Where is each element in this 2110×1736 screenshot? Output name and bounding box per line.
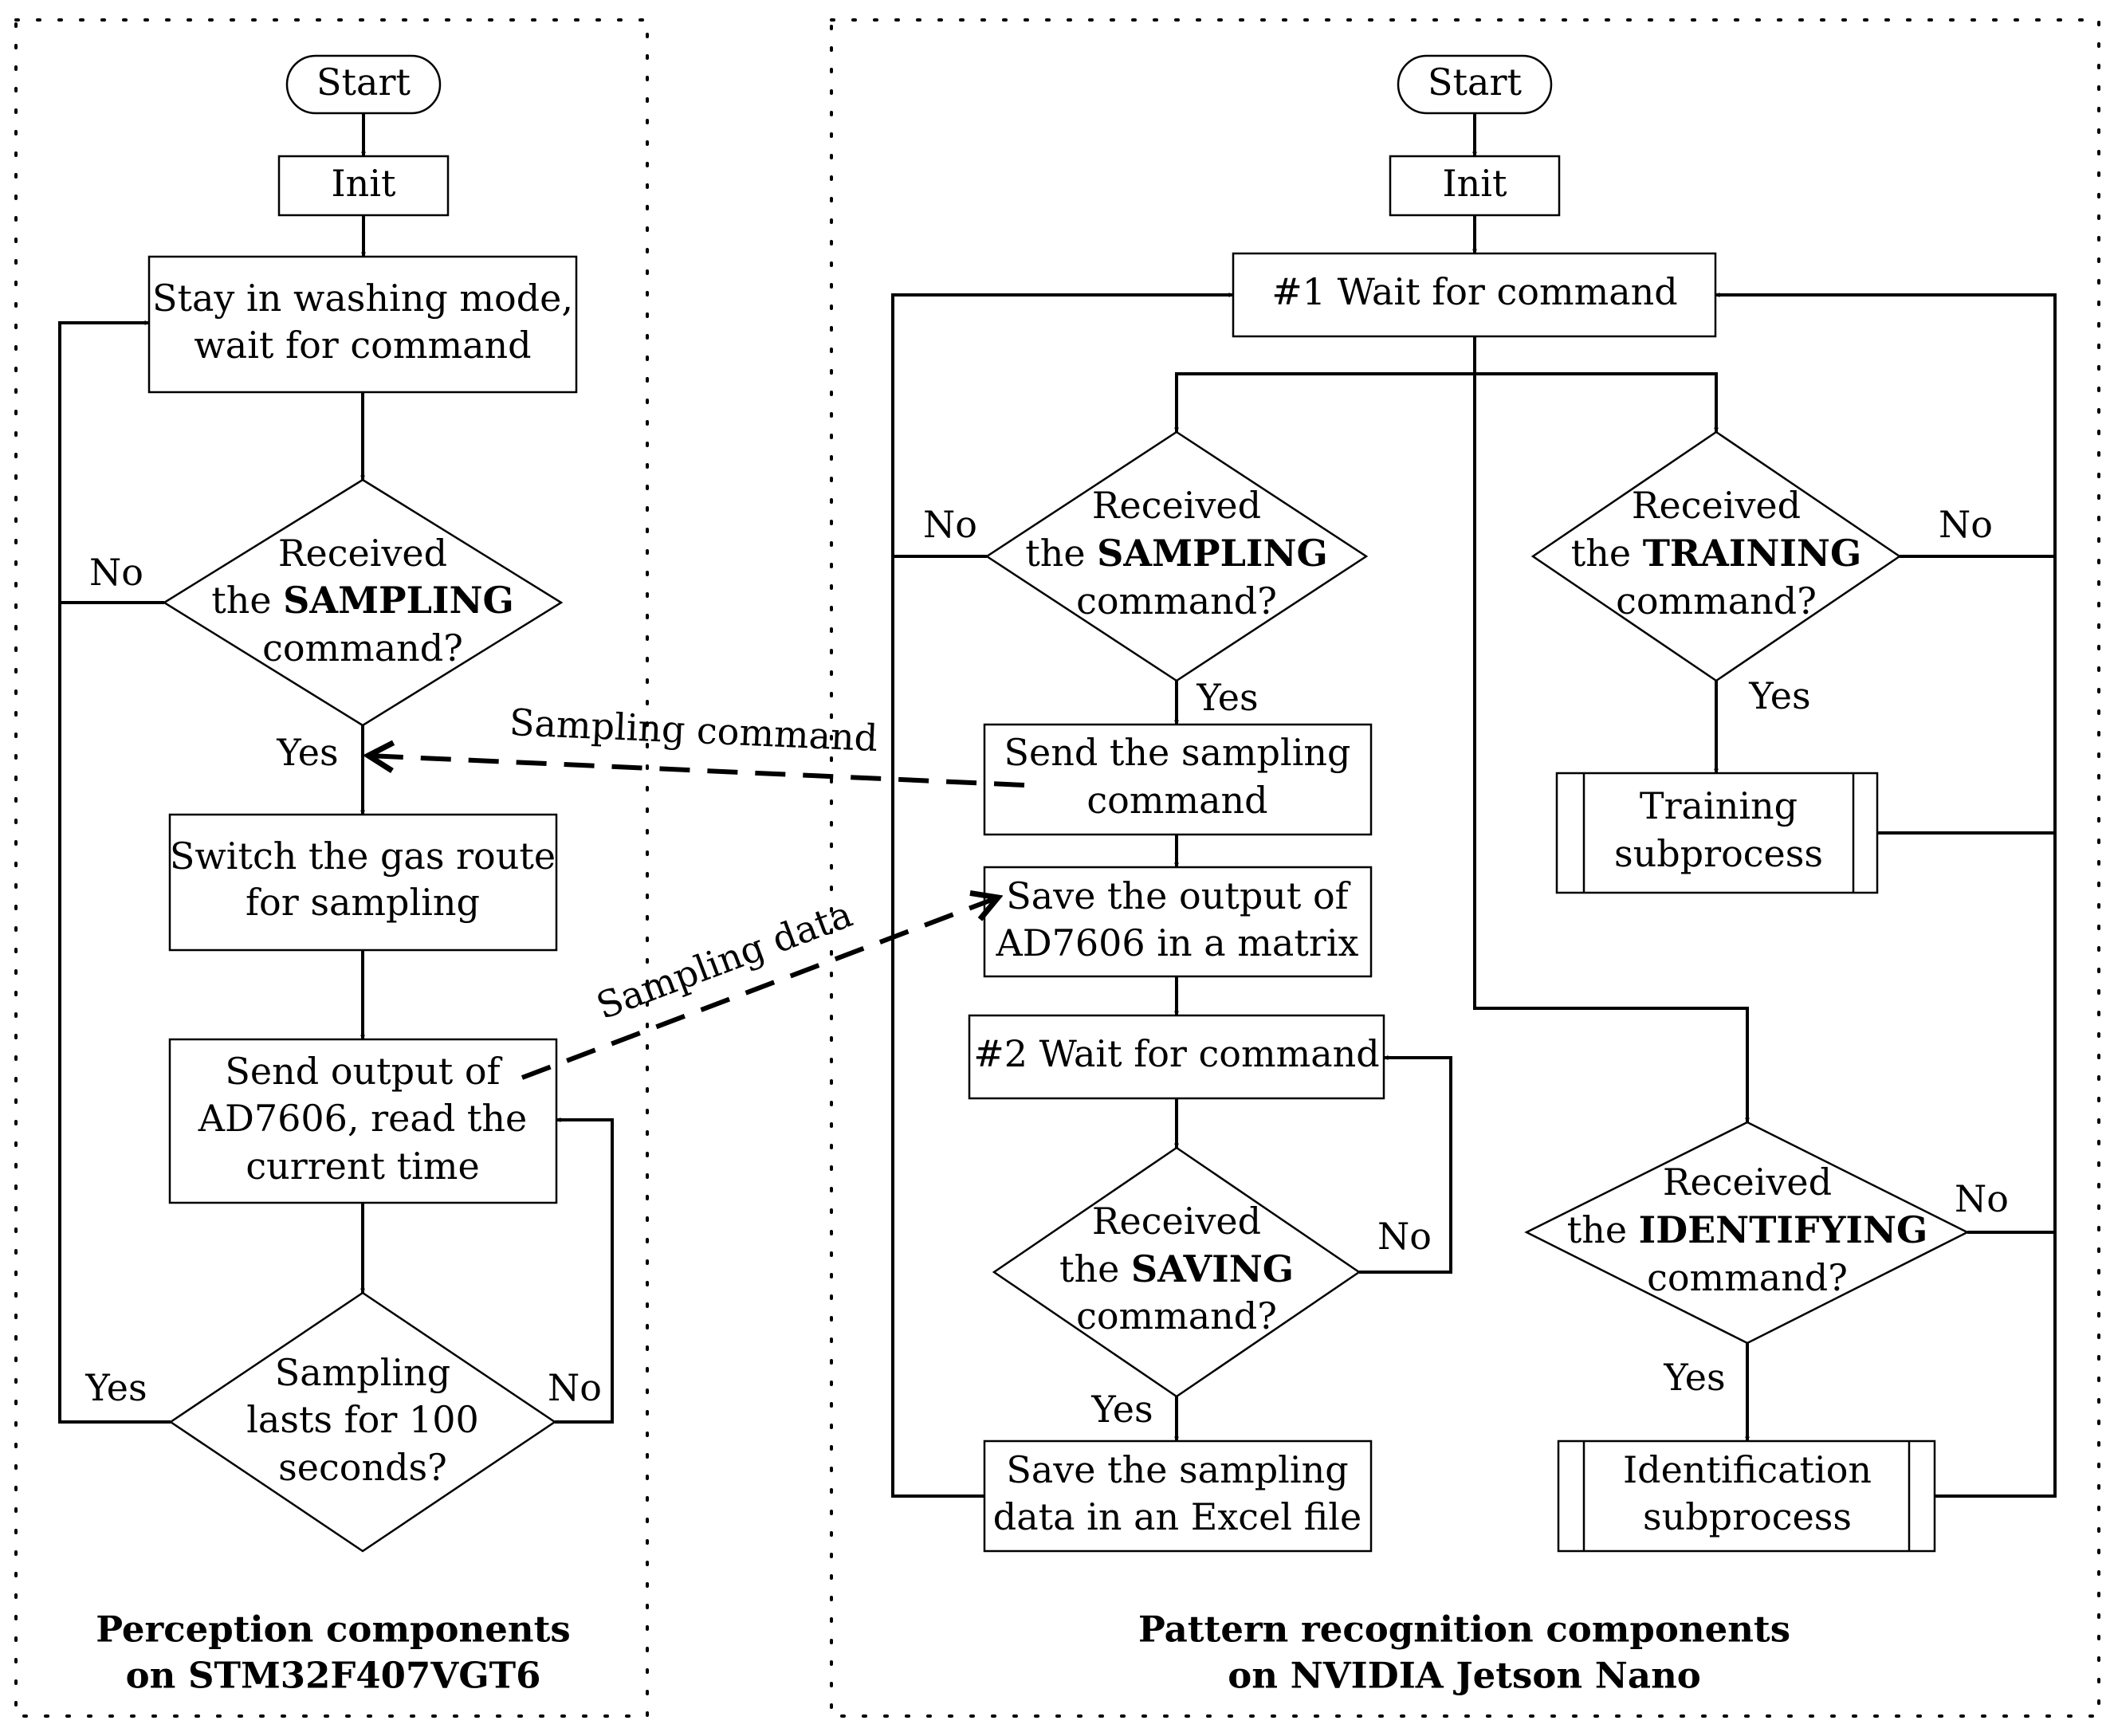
- left-start-label: Start: [316, 61, 411, 104]
- right-wait2-box: [968, 1014, 1385, 1100]
- left-time-q-line1: Sampling: [275, 1351, 451, 1394]
- left-yes-loop-label: Yes: [84, 1366, 147, 1409]
- right-training-subprocess-line2: subprocess: [1614, 832, 1823, 875]
- right-training-yes-label: Yes: [1748, 674, 1810, 717]
- right-left-loop: [891, 293, 1234, 1498]
- right-branch-to-training: [1475, 372, 1719, 433]
- right-save-matrix-line1: Save the output of: [1006, 874, 1350, 917]
- right-saving-q-line3: command?: [1076, 1294, 1277, 1337]
- right-sampling-q-line2: the SAMPLING: [1025, 532, 1328, 575]
- left-no-label: No: [89, 551, 143, 594]
- right-wait1-label: #1 Wait for command: [1271, 270, 1677, 313]
- right-right-loop: [1715, 293, 2057, 1498]
- right-training-q-line2: the TRAINING: [1571, 532, 1862, 575]
- right-identifying-no-label: No: [1955, 1177, 2009, 1220]
- right-send-cmd-line1: Send the sampling: [1004, 731, 1351, 774]
- left-sampling-q-line3: command?: [262, 626, 463, 670]
- right-identification-subprocess-line2: subprocess: [1643, 1495, 1852, 1538]
- right-sampling-q-line3: command?: [1076, 579, 1277, 623]
- left-no-loop: [58, 320, 164, 604]
- right-save-matrix-box: [983, 866, 1373, 978]
- right-panel-title-line2: on NVIDIA Jetson Nano: [1228, 1655, 1701, 1697]
- right-training-q-line1: Received: [1632, 484, 1801, 527]
- left-no-loop-label: No: [548, 1366, 602, 1409]
- right-saving-no-loop: [1359, 1055, 1452, 1274]
- sampling-command-label: Sampling command: [509, 701, 878, 760]
- right-sampling-no-label: No: [923, 503, 977, 546]
- right-panel-border: [830, 18, 2100, 1718]
- left-init-box: [277, 155, 450, 217]
- sampling-command-link: [368, 756, 1025, 787]
- right-identifying-yes-label: Yes: [1663, 1356, 1725, 1399]
- left-send-output-line2: AD7606, read the: [198, 1097, 527, 1140]
- right-saving-yes-label: Yes: [1090, 1388, 1153, 1431]
- left-yes-label: Yes: [276, 731, 338, 774]
- right-training-subprocess-line1: Training: [1640, 784, 1798, 827]
- right-panel-title-line1: Pattern recognition components: [1138, 1608, 1790, 1651]
- right-identifying-q-line2: the IDENTIFYING: [1567, 1208, 1928, 1251]
- left-sampling-q-line1: Received: [278, 532, 447, 575]
- left-time-q-line3: seconds?: [278, 1446, 447, 1489]
- right-training-subprocess-box: [1555, 772, 1879, 894]
- left-switch-box: [168, 813, 558, 952]
- sampling-data-label: Sampling data: [591, 892, 858, 1027]
- right-saving-no-label: No: [1377, 1215, 1432, 1258]
- right-init-label: Init: [1443, 162, 1508, 205]
- left-washing-line2: wait for command: [194, 324, 531, 367]
- right-saving-q-line2: the SAVING: [1059, 1247, 1294, 1290]
- right-branch-to-identifying: [1473, 374, 1750, 1123]
- left-yes-loop: [58, 603, 171, 1424]
- left-washing-line1: Stay in washing mode,: [152, 277, 573, 320]
- right-init-box: [1389, 155, 1561, 217]
- left-time-decision: [168, 1291, 557, 1553]
- right-identification-subprocess-line1: Identification: [1623, 1448, 1872, 1491]
- left-init-label: Init: [332, 162, 397, 205]
- right-training-q-line3: command?: [1616, 579, 1817, 623]
- right-wait2-label: #2 Wait for command: [973, 1032, 1379, 1075]
- right-training-no-label: No: [1939, 503, 1993, 546]
- right-send-cmd-line2: command: [1086, 779, 1267, 822]
- left-send-output-line1: Send output of: [225, 1050, 502, 1093]
- left-switch-line2: for sampling: [246, 881, 480, 924]
- right-branch-to-sampling: [1174, 372, 1475, 433]
- right-sampling-q-line1: Received: [1092, 484, 1261, 527]
- left-send-output-line3: current time: [246, 1145, 479, 1188]
- right-start-label: Start: [1428, 61, 1522, 104]
- left-sampling-q-line2: the SAMPLING: [211, 579, 514, 622]
- right-save-excel-line1: Save the sampling: [1006, 1448, 1348, 1491]
- left-switch-line1: Switch the gas route: [170, 835, 556, 878]
- right-send-cmd-box: [983, 723, 1373, 836]
- left-time-q-line2: lasts for 100: [246, 1398, 479, 1441]
- sampling-data-link: [521, 897, 998, 1080]
- right-saving-q-line1: Received: [1092, 1200, 1261, 1243]
- right-sampling-yes-label: Yes: [1196, 676, 1258, 719]
- right-save-matrix-line2: AD7606 in a matrix: [996, 921, 1359, 964]
- left-time-no-loop: [555, 1117, 614, 1424]
- right-identifying-q-line3: command?: [1647, 1256, 1848, 1299]
- right-save-excel-line2: data in an Excel file: [993, 1495, 1362, 1538]
- right-identifying-q-line1: Received: [1663, 1161, 1832, 1204]
- left-panel-title-line2: on STM32F407VGT6: [126, 1655, 541, 1697]
- left-panel-title-line1: Perception components: [96, 1608, 570, 1651]
